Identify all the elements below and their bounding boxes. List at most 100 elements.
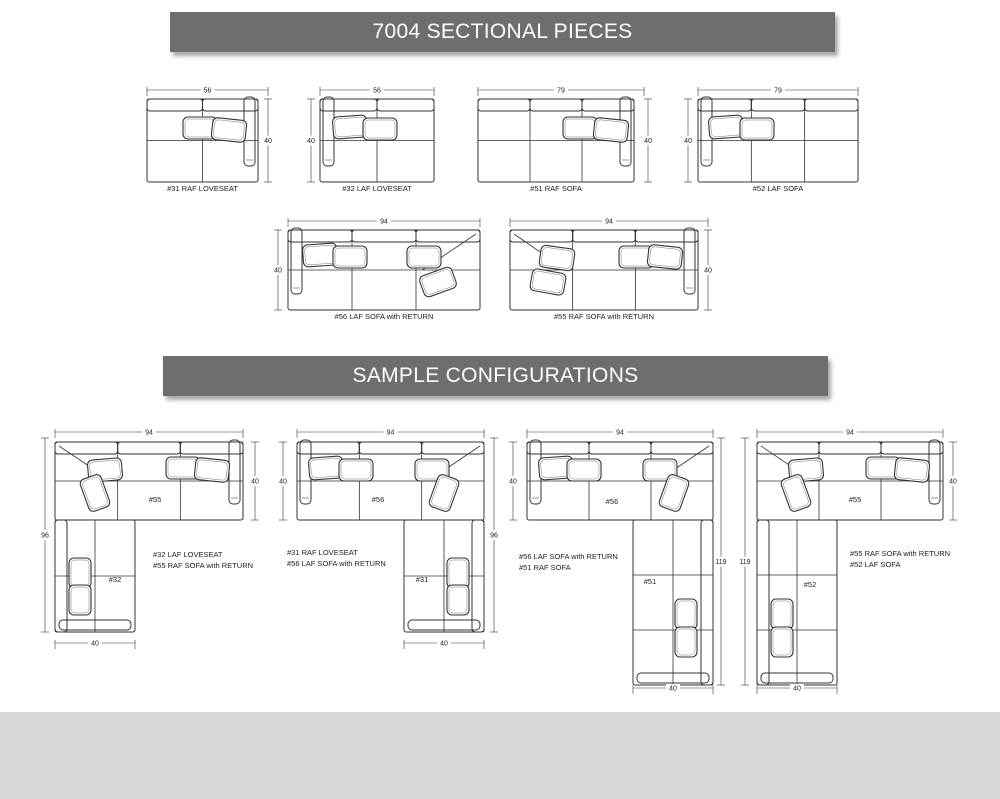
dimension-label: 94 bbox=[145, 430, 153, 437]
depth-dimension bbox=[703, 229, 713, 311]
dimension-label: 79 bbox=[557, 88, 565, 95]
piece-tag: #31 bbox=[416, 575, 429, 584]
width-dimension bbox=[632, 684, 714, 694]
pillow bbox=[646, 244, 684, 270]
dimension-label: 96 bbox=[490, 533, 498, 540]
dimension-label: 40 bbox=[91, 641, 99, 648]
depth-dimension bbox=[263, 98, 273, 183]
depth-dimension bbox=[250, 441, 260, 521]
piece-label: #51 RAF SOFA bbox=[530, 184, 582, 193]
pillow bbox=[302, 242, 338, 268]
pillow bbox=[642, 458, 678, 482]
pillow bbox=[362, 117, 398, 141]
depth-dimension bbox=[273, 229, 283, 311]
pillow bbox=[562, 116, 598, 140]
pillow bbox=[770, 598, 794, 630]
dimension-label: 56 bbox=[204, 88, 212, 95]
pillow bbox=[332, 245, 368, 269]
width-dimension bbox=[319, 86, 435, 96]
config-leg-piece bbox=[54, 519, 136, 633]
depth-dimension bbox=[40, 437, 50, 633]
pillow bbox=[780, 474, 812, 512]
config-leg-piece bbox=[403, 519, 485, 633]
dimension-label: 94 bbox=[616, 430, 624, 437]
pillow bbox=[739, 117, 775, 141]
dimension-label: 119 bbox=[739, 559, 750, 566]
dimension-label: 40 bbox=[279, 479, 287, 486]
config-description: #51 RAF SOFA bbox=[519, 563, 571, 572]
pillow bbox=[308, 455, 344, 481]
width-dimension bbox=[756, 428, 944, 438]
dimension-label: 94 bbox=[387, 430, 395, 437]
pillow bbox=[708, 114, 744, 140]
dimension-label: 79 bbox=[774, 88, 782, 95]
pillow bbox=[193, 457, 231, 483]
pillow bbox=[446, 584, 470, 616]
piece-tag: #51 bbox=[644, 577, 657, 586]
depth-dimension bbox=[306, 98, 316, 183]
dimension-label: 40 bbox=[274, 268, 282, 275]
config-leg-piece bbox=[756, 519, 838, 686]
width-dimension bbox=[403, 639, 485, 649]
piece-31 bbox=[146, 96, 259, 183]
dimension-label: 40 bbox=[704, 268, 712, 275]
dimension-label: 40 bbox=[949, 479, 957, 486]
depth-dimension bbox=[508, 441, 518, 521]
config-description: #31 RAF LOVESEAT bbox=[287, 548, 358, 557]
pillow bbox=[674, 626, 698, 658]
config-description: #55 RAF SOFA with RETURN bbox=[850, 549, 950, 558]
piece-tag: #32 bbox=[109, 575, 122, 584]
dimension-label: 40 bbox=[793, 686, 801, 693]
pillow bbox=[338, 458, 374, 482]
pillow bbox=[538, 455, 574, 481]
width-dimension bbox=[509, 217, 709, 227]
width-dimension bbox=[54, 639, 136, 649]
pillow bbox=[332, 114, 368, 140]
width-dimension bbox=[756, 684, 838, 694]
width-dimension bbox=[697, 86, 859, 96]
pillow bbox=[419, 266, 457, 298]
width-dimension bbox=[296, 428, 485, 438]
dimension-label: 40 bbox=[307, 138, 315, 145]
dimension-label: 40 bbox=[509, 479, 517, 486]
config-description: #55 RAF SOFA with RETURN bbox=[153, 561, 253, 570]
pillow bbox=[592, 117, 630, 143]
dimension-label: 94 bbox=[846, 430, 854, 437]
dimension-label: 119 bbox=[715, 559, 726, 566]
piece-label: #31 RAF LOVESEAT bbox=[167, 184, 238, 193]
piece-label: #55 RAF SOFA with RETURN bbox=[554, 312, 654, 321]
pillow bbox=[674, 598, 698, 630]
config-description: #32 LAF LOVESEAT bbox=[153, 550, 223, 559]
pillow bbox=[68, 557, 92, 589]
piece-tag: #55 bbox=[149, 495, 162, 504]
piece-label: #52 LAF SOFA bbox=[753, 184, 803, 193]
depth-dimension bbox=[948, 441, 958, 521]
dimension-label: 40 bbox=[440, 641, 448, 648]
depth-dimension bbox=[716, 437, 726, 686]
pillow bbox=[406, 245, 442, 269]
width-dimension bbox=[287, 217, 481, 227]
dimension-label: 40 bbox=[644, 138, 652, 145]
depth-dimension bbox=[740, 437, 750, 686]
depth-dimension bbox=[278, 441, 288, 521]
config-top-piece bbox=[526, 439, 714, 521]
depth-dimension bbox=[489, 437, 499, 633]
config-description: #52 LAF SOFA bbox=[850, 560, 900, 569]
width-dimension bbox=[146, 86, 269, 96]
pillow bbox=[893, 457, 931, 483]
piece-label: #56 LAF SOFA with RETURN bbox=[335, 312, 434, 321]
config-description: #56 LAF SOFA with RETURN bbox=[287, 559, 386, 568]
piece-tag: #56 bbox=[372, 495, 385, 504]
pillow bbox=[538, 244, 576, 272]
pieces-banner: 7004 SECTIONAL PIECES bbox=[170, 12, 835, 52]
pillow bbox=[566, 458, 602, 482]
width-dimension bbox=[526, 428, 714, 438]
pillow bbox=[658, 474, 690, 512]
pillow bbox=[529, 268, 567, 296]
dimension-label: 94 bbox=[380, 219, 388, 226]
piece-label: #32 LAF LOVESEAT bbox=[342, 184, 412, 193]
dimension-label: 56 bbox=[373, 88, 381, 95]
footer-band bbox=[0, 712, 1000, 799]
width-dimension bbox=[477, 86, 645, 96]
dimension-label: 96 bbox=[41, 533, 49, 540]
